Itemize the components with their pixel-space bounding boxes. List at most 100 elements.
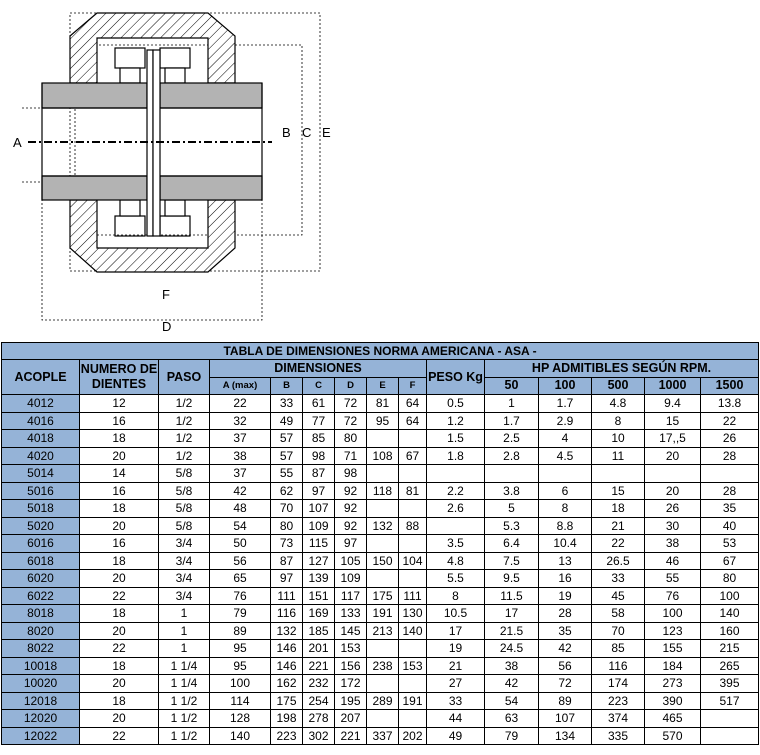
table-cell: 221: [334, 726, 367, 745]
table-cell: 1: [484, 394, 539, 413]
table-cell: 28: [538, 604, 592, 623]
acople-code-cell: 8018: [1, 604, 80, 623]
acople-code-cell: 5016: [1, 481, 80, 500]
acople-code-cell: 6018: [1, 551, 80, 570]
table-cell: 10.4: [538, 534, 592, 553]
table-cell: 92: [334, 499, 367, 518]
table-cell: [699, 464, 760, 483]
table-cell: 140: [699, 604, 760, 623]
table-cell: 1: [158, 639, 210, 658]
table-cell: 76: [209, 586, 271, 605]
table-title: TABLA DE DIMENSIONES NORMA AMERICANA - A…: [0, 342, 760, 360]
table-cell: 20: [79, 674, 159, 693]
table-cell: 1.7: [538, 394, 592, 413]
table-cell: 5: [484, 499, 539, 518]
table-cell: 15: [591, 481, 645, 500]
table-cell: 80: [270, 516, 303, 535]
table-cell: 145: [334, 621, 367, 640]
table-cell: 26: [699, 429, 760, 448]
table-cell: 172: [334, 674, 367, 693]
table-cell: 5.3: [484, 516, 539, 535]
table-cell: 77: [302, 411, 335, 430]
table-cell: [699, 709, 760, 728]
table-cell: 28: [699, 446, 760, 465]
table-cell: 49: [270, 411, 303, 430]
table-cell: 153: [334, 639, 367, 658]
table-cell: [699, 726, 760, 745]
table-cell: 8: [538, 499, 592, 518]
table-cell: 302: [302, 726, 335, 745]
table-cell: 201: [302, 639, 335, 658]
table-cell: 2.6: [426, 499, 485, 518]
header-acople: ACOPLE: [1, 359, 80, 395]
label-b: B: [282, 125, 291, 140]
header-dim-4: E: [366, 376, 399, 395]
table-cell: 16: [79, 534, 159, 553]
table-cell: 40: [699, 516, 760, 535]
table-cell: 13: [538, 551, 592, 570]
table-cell: 20: [79, 569, 159, 588]
table-cell: 10: [591, 429, 645, 448]
table-cell: 72: [334, 394, 367, 413]
table-cell: 104: [398, 551, 427, 570]
acople-code-cell: 5020: [1, 516, 80, 535]
acople-code-cell: 10020: [1, 674, 80, 693]
table-cell: 20: [79, 446, 159, 465]
table-cell: 191: [366, 604, 399, 623]
table-cell: 130: [398, 604, 427, 623]
table-cell: [591, 464, 645, 483]
label-e: E: [322, 125, 331, 140]
table-cell: 1: [158, 604, 210, 623]
table-cell: 98: [334, 464, 367, 483]
table-cell: 116: [270, 604, 303, 623]
table-cell: 11: [591, 446, 645, 465]
table-cell: 11.5: [484, 586, 539, 605]
table-cell: 8: [426, 586, 485, 605]
header-dimensiones: DIMENSIONES: [209, 359, 427, 378]
table-cell: 100: [699, 586, 760, 605]
table-cell: 18: [79, 604, 159, 623]
table-cell: 213: [366, 621, 399, 640]
table-cell: 33: [270, 394, 303, 413]
table-cell: 20: [79, 621, 159, 640]
table-cell: 18: [79, 691, 159, 710]
table-cell: 3/4: [158, 551, 210, 570]
table-cell: 116: [591, 656, 645, 675]
table-cell: 87: [270, 551, 303, 570]
header-dim-0: A (max): [209, 376, 271, 395]
table-cell: 3/4: [158, 534, 210, 553]
table-cell: [366, 569, 399, 588]
header-rpm-4: 1500: [699, 376, 760, 395]
table-cell: [366, 674, 399, 693]
table-cell: 87: [302, 464, 335, 483]
table-cell: 12: [79, 394, 159, 413]
acople-code-cell: 12018: [1, 691, 80, 710]
table-cell: 9.4: [644, 394, 701, 413]
table-cell: 72: [538, 674, 592, 693]
table-cell: 3.5: [426, 534, 485, 553]
table-cell: 55: [644, 569, 701, 588]
table-cell: 151: [302, 586, 335, 605]
table-cell: 38: [484, 656, 539, 675]
table-cell: 7.5: [484, 551, 539, 570]
table-cell: 160: [699, 621, 760, 640]
table-cell: [398, 709, 427, 728]
table-cell: 14: [79, 464, 159, 483]
table-cell: 42: [484, 674, 539, 693]
table-cell: 1/2: [158, 411, 210, 430]
table-cell: 62: [270, 481, 303, 500]
table-cell: 55: [270, 464, 303, 483]
table-cell: [398, 429, 427, 448]
table-cell: 26.5: [591, 551, 645, 570]
acople-code-cell: 4016: [1, 411, 80, 430]
header-rpm-2: 500: [591, 376, 645, 395]
table-cell: [398, 464, 427, 483]
